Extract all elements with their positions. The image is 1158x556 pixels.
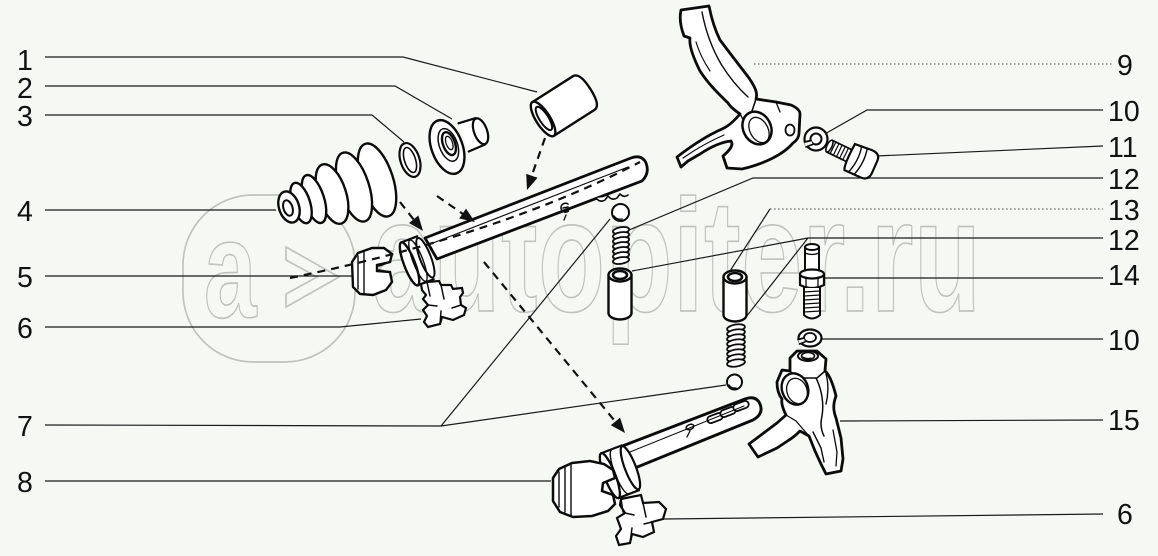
svg-text:8: 8 (17, 467, 33, 499)
svg-text:11: 11 (1108, 132, 1138, 164)
svg-text:a: a (204, 192, 257, 348)
svg-text:10: 10 (1108, 96, 1140, 128)
svg-text:7: 7 (17, 411, 33, 443)
svg-text:10: 10 (1108, 325, 1140, 357)
svg-text:autopiter.ru: autopiter.ru (372, 167, 981, 346)
svg-text:1: 1 (17, 45, 33, 77)
svg-text:15: 15 (1108, 405, 1140, 437)
svg-text:5: 5 (17, 262, 33, 294)
svg-text:6: 6 (17, 313, 33, 345)
svg-text:2: 2 (17, 73, 33, 105)
svg-text:14: 14 (1108, 260, 1140, 292)
svg-text:13: 13 (1108, 195, 1140, 227)
svg-text:6: 6 (1117, 499, 1133, 531)
svg-text:4: 4 (17, 196, 33, 228)
svg-text:9: 9 (1117, 50, 1133, 82)
svg-text:12: 12 (1108, 225, 1140, 257)
svg-text:12: 12 (1108, 164, 1140, 196)
svg-text:3: 3 (17, 101, 33, 133)
